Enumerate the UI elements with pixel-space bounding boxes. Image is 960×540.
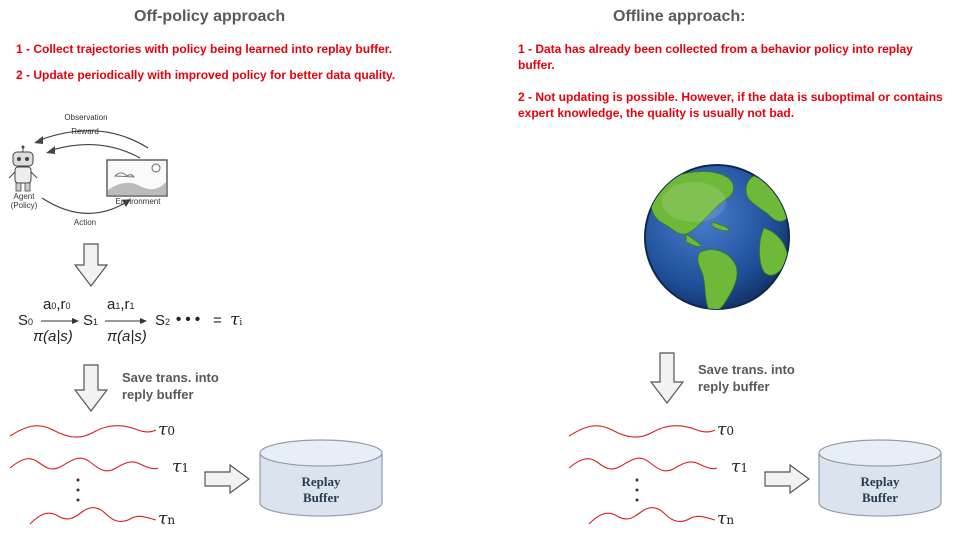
left-point-1: 1 - Collect trajectories with policy bei… (16, 42, 393, 56)
chain-s0: S0 (18, 312, 34, 329)
right-point-2: 2 - Not updating is possible. However, i… (518, 90, 943, 120)
chain-a0-r0: a0,r0 (43, 296, 71, 313)
environment-label: Environment (115, 197, 161, 206)
environment-icon (106, 159, 168, 197)
down-arrow-icon (650, 352, 684, 404)
right-replay-buffer-label: Replay Buffer (860, 474, 900, 505)
left-save-label: Save trans. into reply buffer (122, 370, 219, 402)
down-arrow-icon (74, 364, 108, 412)
right-point-1: 1 - Data has already been collected from… (518, 42, 913, 72)
left-replay-buffer-icon (259, 439, 383, 517)
chain-s1: S1 (83, 312, 99, 329)
left-replay-buffer-label: Replay Buffer (301, 474, 341, 505)
down-arrow-icon (74, 243, 108, 287)
observation-arrow (39, 130, 149, 149)
right-tau-0: τ0 (717, 420, 735, 440)
chain-pi-2: π(a|s) (107, 328, 147, 345)
left-tau-n: τn (158, 509, 176, 529)
left-tau-0: τ0 (158, 420, 176, 440)
right-title: Offline approach: (613, 8, 746, 25)
right-replay-buffer-icon (818, 439, 942, 517)
right-arrow-icon (204, 464, 250, 494)
chain-dots: • • • (176, 311, 201, 328)
action-label: Action (73, 218, 97, 227)
chain-a1-r1: a1,r1 (107, 296, 135, 313)
reward-arrow (51, 143, 141, 159)
right-trajectory-lines (568, 425, 717, 525)
chain-arrow-1 (41, 318, 79, 324)
rl-loop-diagram (8, 130, 168, 214)
left-tau-1: τ1 (172, 457, 190, 477)
right-save-label: Save trans. into reply buffer (698, 362, 795, 394)
left-trajectory-lines (9, 425, 158, 525)
right-arrow-icon (764, 464, 810, 494)
left-title: Off-policy approach (134, 8, 286, 25)
robot-agent-icon (8, 145, 38, 192)
chain-equals: = (213, 312, 222, 329)
left-point-2: 2 - Update periodically with improved po… (16, 68, 396, 82)
chain-tau-i: τi (230, 310, 243, 330)
globe-icon (644, 164, 790, 310)
action-arrow (41, 197, 126, 214)
reward-label: Reward (71, 127, 99, 136)
chain-pi-1: π(a|s) (33, 328, 73, 345)
observation-label: Observation (64, 113, 108, 122)
chain-s2: S2 (155, 312, 171, 329)
agent-label: Agent (13, 192, 35, 201)
chain-arrow-2 (105, 318, 147, 324)
right-tau-1: τ1 (731, 457, 749, 477)
right-tau-n: τn (717, 509, 735, 529)
policy-label: (Policy) (10, 201, 38, 210)
